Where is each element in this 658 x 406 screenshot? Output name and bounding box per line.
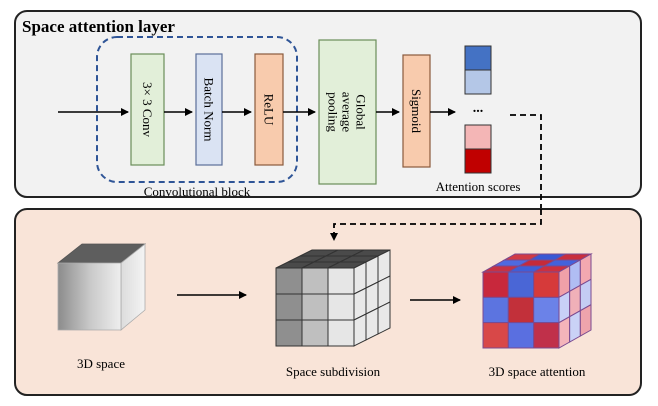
- score-cell-blue-light: [464, 69, 492, 95]
- cube-cell: [365, 307, 379, 341]
- cube-cell: [301, 293, 329, 321]
- cube-subdivision: [275, 249, 391, 347]
- sigmoid-label: Sigmoid: [409, 89, 424, 134]
- cube-cell: [327, 293, 355, 321]
- gap-label-line1: Global: [354, 94, 369, 130]
- cube-cell: [533, 322, 560, 349]
- score-cell-red-light: [464, 124, 492, 150]
- cube-cell: [482, 296, 509, 324]
- scores-connector-overlay: [330, 209, 542, 241]
- cube-cell: [507, 296, 535, 324]
- conv-box: [130, 53, 165, 166]
- score-cell-red-dark: [464, 148, 492, 174]
- cube-cell: [533, 271, 560, 298]
- conv-label: 3× 3 Conv: [140, 82, 155, 138]
- sigmoid-box: [402, 54, 431, 168]
- cube-cell: [482, 322, 509, 349]
- cube-3d-space: [56, 243, 147, 331]
- relu-box: [254, 53, 284, 166]
- cube-cell: [507, 271, 535, 298]
- cube-cell: [301, 267, 329, 295]
- batchnorm-label: Batch Norm: [202, 78, 217, 142]
- label-3d-space: 3D space: [77, 356, 125, 371]
- cube-cell: [482, 271, 509, 298]
- cube-cell: [275, 267, 303, 295]
- cube-attention: [481, 253, 593, 349]
- label-3d-space-attention: 3D space attention: [489, 364, 586, 379]
- attention-scores-label: Attention scores: [436, 179, 521, 194]
- gap-label-line2: average: [340, 92, 355, 133]
- cube-cell: [301, 319, 329, 347]
- batchnorm-box: [195, 53, 223, 166]
- panel-title: Space attention layer: [22, 17, 175, 36]
- cube-cell: [327, 267, 355, 295]
- cube-cell: [533, 296, 560, 324]
- conv-block-label: Convolutional block: [144, 184, 251, 199]
- cube-cell: [569, 309, 581, 343]
- cube-cell: [275, 293, 303, 321]
- gap-label-line3: pooling: [326, 92, 341, 132]
- cube-cell: [275, 319, 303, 347]
- cube-cell: [558, 315, 571, 349]
- conv-block-frame: [96, 36, 298, 183]
- cube-cell: [327, 319, 355, 347]
- cube-cell: [507, 322, 535, 349]
- cube-cell: [579, 303, 592, 337]
- cube-cell: [377, 301, 391, 335]
- score-ellipsis: ...: [473, 101, 484, 116]
- cube-cell: [353, 313, 367, 347]
- score-cell-blue-dark: [464, 45, 492, 71]
- relu-label: ReLU: [262, 94, 277, 126]
- label-space-subdivision: Space subdivision: [286, 364, 381, 379]
